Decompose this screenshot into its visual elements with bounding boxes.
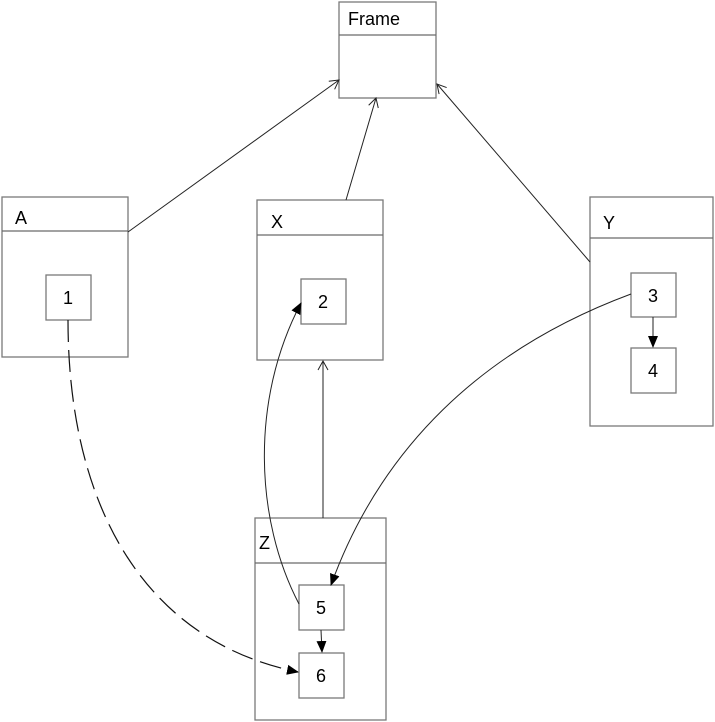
edge-a-to-frame[interactable] bbox=[127, 79, 340, 233]
node-2[interactable]: 2 bbox=[300, 278, 347, 325]
node-4[interactable]: 4 bbox=[630, 347, 677, 394]
edge-3-to-5[interactable] bbox=[330, 293, 632, 586]
class-a-title: A bbox=[15, 208, 27, 228]
node-3-label: 3 bbox=[648, 286, 658, 306]
edge-y-to-frame[interactable] bbox=[436, 83, 591, 263]
node-2-label: 2 bbox=[318, 292, 328, 312]
node-6-label: 6 bbox=[316, 666, 326, 686]
class-x-title: X bbox=[271, 212, 283, 232]
node-4-label: 4 bbox=[648, 361, 658, 381]
node-1-label: 1 bbox=[63, 288, 73, 308]
node-1[interactable]: 1 bbox=[45, 274, 92, 321]
node-6[interactable]: 6 bbox=[298, 652, 345, 699]
class-frame[interactable]: Frame bbox=[338, 1, 437, 99]
node-5[interactable]: 5 bbox=[298, 584, 345, 631]
edge-5-to-2[interactable] bbox=[263, 302, 302, 605]
node-3[interactable]: 3 bbox=[630, 272, 677, 318]
edge-x-to-frame[interactable] bbox=[345, 97, 379, 201]
class-y-title: Y bbox=[603, 213, 615, 233]
class-frame-title: Frame bbox=[348, 9, 400, 29]
node-5-label: 5 bbox=[316, 598, 326, 618]
class-z-title: Z bbox=[259, 533, 270, 553]
edge-1-to-6[interactable] bbox=[67, 319, 299, 675]
edge-5-to-6[interactable] bbox=[316, 629, 327, 653]
